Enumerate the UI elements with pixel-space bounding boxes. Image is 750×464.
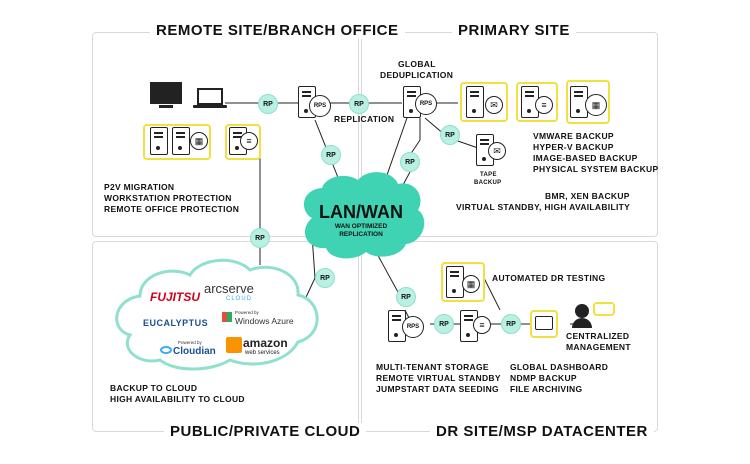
remote-server-2-icon: [172, 127, 190, 155]
global-dedup-label-1: GLOBAL: [398, 59, 436, 69]
cloud-heading: PUBLIC/PRIVATE CLOUD: [164, 423, 367, 440]
laptop-base-icon: [193, 105, 227, 108]
cloud-shape: [115, 258, 319, 371]
remote-site-heading: REMOTE SITE/BRANCH OFFICE: [150, 22, 405, 39]
primary-vm-grid-icon: ▦: [585, 94, 607, 116]
aws-subtitle: web services: [245, 350, 280, 356]
monitor-stand-icon: [159, 105, 173, 108]
azure-powered-label: Powered by: [235, 310, 259, 315]
centralized-label-1: CENTRALIZED: [566, 331, 630, 341]
rp-remote-hub: RP: [321, 145, 341, 165]
primary-feature-5: BMR, XEN BACKUP: [545, 191, 630, 201]
global-dedup-label-2: DEDUPLICATION: [380, 70, 454, 80]
cloudian-logo: Cloudian: [173, 346, 216, 357]
dr-storage-icon: ≡: [473, 316, 491, 334]
primary-feature-3: IMAGE-BASED BACKUP: [533, 153, 638, 163]
primary-feature-1: VMWARE BACKUP: [533, 131, 614, 141]
remote-feature-3: REMOTE OFFICE PROTECTION: [104, 204, 240, 214]
arcserve-cloud-label: CLOUD: [226, 296, 253, 302]
lanwan-subtitle-1: WAN OPTIMIZED: [334, 223, 388, 230]
email-icon: ✉: [485, 96, 503, 114]
dr-feature-right-1: GLOBAL DASHBOARD: [510, 362, 609, 372]
primary-feature-6: VIRTUAL STANDBY, HIGH AVAILABILITY: [456, 202, 631, 212]
manager-avatar-icon: [575, 304, 589, 318]
replication-label: REPLICATION: [334, 114, 395, 124]
windows-azure-logo: Windows Azure: [235, 316, 294, 326]
lanwan-title: LAN/WAN: [319, 202, 403, 222]
lanwan-hub-shape: [303, 172, 425, 259]
rp-primary-tape: RP: [440, 125, 460, 145]
tape-drive-icon: [535, 316, 553, 330]
dr-feature-right-3: FILE ARCHIVING: [510, 384, 583, 394]
rp-dr-1: RP: [434, 314, 454, 334]
manager-body-icon: [572, 318, 592, 328]
primary-rps-bubble: RPS: [415, 93, 437, 115]
tape-email-icon: ✉: [488, 142, 506, 160]
laptop-icon: [197, 88, 223, 105]
dashboard-chart-icon: [593, 302, 615, 316]
dr-feature-right-2: NDMP BACKUP: [510, 373, 577, 383]
rp-dr-2: RP: [501, 314, 521, 334]
cloudian-powered-label: Powered by: [178, 340, 202, 345]
automated-dr-label: AUTOMATED DR TESTING: [492, 273, 606, 283]
aws-boxes-icon: [226, 337, 242, 353]
remote-feature-1: P2V MIGRATION: [104, 182, 175, 192]
windows-flag-icon: [222, 312, 232, 322]
dr-vm-grid-icon: ▦: [462, 275, 480, 293]
primary-email-server-icon: [466, 86, 484, 118]
tape-label-1: TAPE: [480, 172, 497, 178]
dr-feature-left-1: MULTI-TENANT STORAGE: [376, 362, 489, 372]
primary-vm-server-icon: [570, 86, 588, 118]
arcserve-logo: arcserve: [204, 281, 254, 296]
amazon-logo: amazon: [243, 336, 288, 350]
rp-remote-1: RP: [258, 94, 278, 114]
eucalyptus-logo: EUCALYPTUS: [143, 318, 209, 328]
rp-cloud-hub: RP: [315, 268, 335, 288]
cloudian-icon: [160, 346, 172, 354]
primary-feature-2: HYPER-V BACKUP: [533, 142, 614, 152]
primary-site-heading: PRIMARY SITE: [452, 22, 576, 39]
lanwan-subtitle-2: REPLICATION: [339, 231, 383, 238]
cloud-feature-1: BACKUP TO CLOUD: [110, 383, 198, 393]
rp-dr-hub: RP: [396, 287, 416, 307]
centralized-label-2: MANAGEMENT: [566, 342, 631, 352]
lanwan-hub: LAN/WAN WAN OPTIMIZED REPLICATION: [301, 180, 421, 260]
fujitsu-logo: FUJITSU: [150, 290, 201, 304]
desktop-monitor-icon: [150, 82, 182, 104]
primary-database-icon: ≡: [535, 96, 553, 114]
rp-primary-hub: RP: [400, 152, 420, 172]
remote-rps-bubble: RPS: [309, 95, 331, 117]
vm-grid-icon: ▦: [190, 132, 208, 150]
rp-remote-2: RP: [349, 94, 369, 114]
dr-site-heading: DR SITE/MSP DATACENTER: [430, 423, 654, 440]
dr-feature-left-2: REMOTE VIRTUAL STANDBY: [376, 373, 501, 383]
rp-cloud-remote: RP: [250, 228, 270, 248]
primary-feature-4: PHYSICAL SYSTEM BACKUP: [533, 164, 659, 174]
remote-feature-2: WORKSTATION PROTECTION: [104, 193, 232, 203]
dr-feature-left-3: JUMPSTART DATA SEEDING: [376, 384, 499, 394]
database-icon: ≡: [240, 132, 258, 150]
dr-rps-bubble: RPS: [402, 316, 424, 338]
remote-server-1-icon: [150, 127, 168, 155]
dr-tape-box: [530, 310, 558, 338]
tape-label-2: BACKUP: [474, 180, 502, 186]
cloud-feature-2: HIGH AVAILABILITY TO CLOUD: [110, 394, 245, 404]
